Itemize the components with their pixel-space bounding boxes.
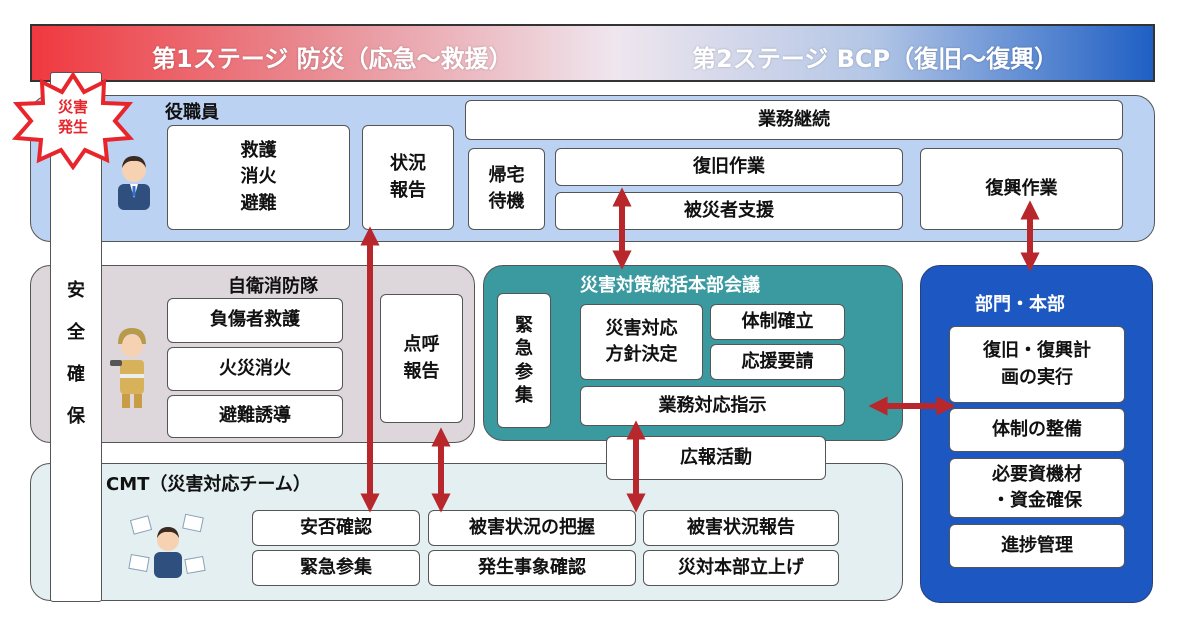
evacuation-box: 避難誘導 bbox=[167, 395, 343, 438]
pr-activity-box: 広報活動 bbox=[606, 436, 826, 480]
resources-box: 必要資機材 ・資金確保 bbox=[949, 458, 1125, 518]
reconstruction-work-box: 復興作業 bbox=[920, 148, 1123, 230]
first-aid-box: 負傷者救護 bbox=[167, 298, 343, 343]
damage-report-box: 被害状況報告 bbox=[643, 510, 839, 546]
safety-char: 保 bbox=[67, 406, 85, 427]
policy-decision-box: 災害対応 方針決定 bbox=[580, 304, 703, 380]
emergency-assembly-box: 緊 急 参 集 bbox=[497, 293, 551, 428]
fire-fighting-box: 火災消火 bbox=[167, 347, 343, 391]
staff-person-icon bbox=[118, 156, 150, 210]
roll-call-box: 点呼 報告 bbox=[380, 294, 463, 423]
instructions-box: 業務対応指示 bbox=[580, 386, 845, 426]
status-report-box: 状況 報告 bbox=[362, 125, 454, 230]
firefighter-icon bbox=[110, 328, 146, 408]
recovery-work-box: 復旧作業 bbox=[555, 148, 903, 186]
disaster-badge-line1: 災害 bbox=[57, 98, 88, 116]
disaster-badge-line2: 発生 bbox=[57, 118, 88, 136]
safety-column-text: 安 全 確 保 bbox=[50, 270, 102, 438]
support-request-box: 応援要請 bbox=[710, 344, 845, 380]
event-check-box: 発生事象確認 bbox=[428, 550, 636, 586]
busy-person-icon bbox=[128, 513, 206, 578]
staff-label: 役職員 bbox=[165, 102, 219, 123]
fire-brigade-label: 自衛消防隊 bbox=[228, 276, 318, 297]
hq-meeting-label: 災害対策統括本部会議 bbox=[580, 275, 760, 296]
safety-char: 確 bbox=[67, 364, 85, 385]
emergency-assembly-cmt-box: 緊急参集 bbox=[252, 550, 420, 586]
hq-setup-box: 災対本部立上げ bbox=[643, 550, 839, 586]
cmt-label: CMT（災害対応チーム） bbox=[106, 474, 311, 495]
business-continuity-box: 業務継続 bbox=[465, 100, 1123, 140]
stage1-label: 第1ステージ 防災（応急～救援） bbox=[152, 45, 513, 73]
stage2-label: 第2ステージ BCP（復旧～復興） bbox=[692, 45, 1059, 73]
system-development-box: 体制の整備 bbox=[949, 408, 1125, 452]
standby-box: 帰宅 待機 bbox=[468, 148, 545, 230]
rescue-box: 救護 消火 避難 bbox=[167, 125, 350, 230]
victim-support-box: 被災者支援 bbox=[555, 192, 903, 230]
stage-banner: 第1ステージ 防災（応急～救援） 第2ステージ BCP（復旧～復興） bbox=[30, 24, 1155, 82]
system-setup-box: 体制確立 bbox=[710, 304, 845, 340]
safety-check-box: 安否確認 bbox=[252, 510, 420, 546]
disaster-starburst-icon bbox=[11, 72, 135, 170]
progress-management-box: 進捗管理 bbox=[949, 524, 1125, 568]
safety-char: 全 bbox=[67, 322, 85, 343]
damage-grasp-box: 被害状況の把握 bbox=[428, 510, 636, 546]
safety-char: 安 bbox=[67, 280, 85, 301]
recovery-plan-box: 復旧・復興計 画の実行 bbox=[949, 326, 1125, 403]
dept-label: 部門・本部 bbox=[975, 294, 1065, 315]
disaster-badge-text: 災害 発生 bbox=[38, 97, 108, 137]
